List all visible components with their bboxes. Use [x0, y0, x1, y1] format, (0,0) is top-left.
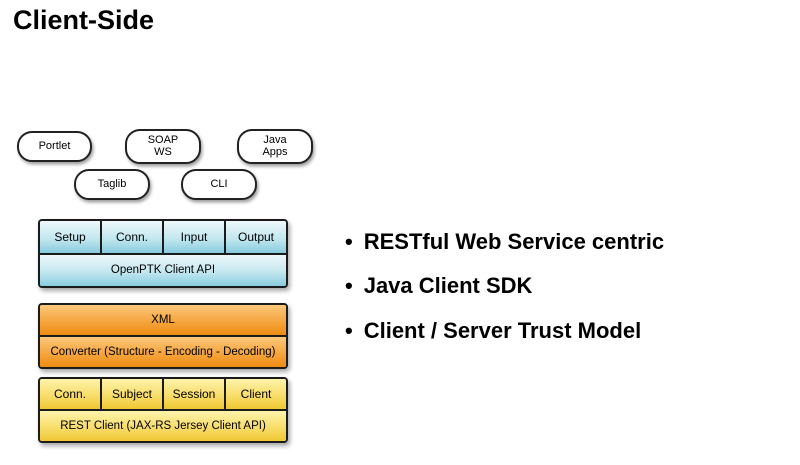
- bullet-item-label: RESTful Web Service centric: [363, 229, 665, 254]
- pill-cli-label: CLI: [210, 177, 228, 190]
- bullet-item-label: Client / Server Trust Model: [363, 317, 642, 343]
- bullet-item: Client / Server Trust Model: [345, 318, 800, 344]
- rest-cell-client: Client: [226, 379, 286, 409]
- pill-soap-ws-label-line1: SOAP: [147, 133, 179, 146]
- rest-cell-conn: Conn.: [40, 379, 102, 409]
- converter-row: Converter (Structure - Encoding - Decodi…: [40, 335, 286, 367]
- client-cell-setup: Setup: [40, 221, 102, 253]
- pill-soap-ws: SOAP WS: [125, 129, 201, 164]
- bullet-item: Java Client SDK: [345, 273, 800, 299]
- pill-cli: CLI: [181, 169, 257, 200]
- rest-stack-cells-row: Conn. Subject Session Client: [40, 379, 286, 409]
- bullet-dot-icon: [345, 273, 364, 299]
- page-title: Client-Side: [13, 5, 155, 35]
- pill-portlet: Portlet: [17, 131, 92, 162]
- client-api-bar: OpenPTK Client API: [40, 252, 286, 286]
- rest-client-bar: REST Client (JAX-RS Jersey Client API): [40, 409, 286, 441]
- pill-soap-ws-label-line2: WS: [154, 145, 172, 158]
- bullet-item-label: Java Client SDK: [363, 273, 533, 299]
- client-stack-cells-row: Setup Conn. Input Output: [40, 221, 286, 253]
- bullet-dot-icon: [345, 229, 364, 255]
- bullet-item: RESTful Web Service centric: [345, 229, 800, 255]
- openptk-client-api-stack: Setup Conn. Input Output OpenPTK Client …: [38, 219, 288, 288]
- xml-converter-stack: XML Converter (Structure - Encoding - De…: [38, 303, 288, 369]
- rest-client-stack: Conn. Subject Session Client REST Client…: [38, 377, 288, 443]
- pill-java-apps-label-line2: Apps: [262, 145, 288, 158]
- rest-cell-session: Session: [164, 379, 226, 409]
- xml-row: XML: [40, 305, 286, 335]
- pill-portlet-label: Portlet: [38, 139, 71, 152]
- pill-taglib: Taglib: [74, 169, 150, 200]
- pill-taglib-label: Taglib: [97, 177, 127, 190]
- client-cell-input: Input: [164, 221, 226, 253]
- pill-java-apps: Java Apps: [237, 129, 313, 164]
- client-cell-conn: Conn.: [102, 221, 164, 253]
- rest-cell-subject: Subject: [102, 379, 164, 409]
- bullet-list: RESTful Web Service centric Java Client …: [345, 229, 800, 362]
- pill-java-apps-label-line1: Java: [263, 133, 287, 146]
- client-cell-output: Output: [226, 221, 286, 253]
- bullet-dot-icon: [345, 318, 364, 344]
